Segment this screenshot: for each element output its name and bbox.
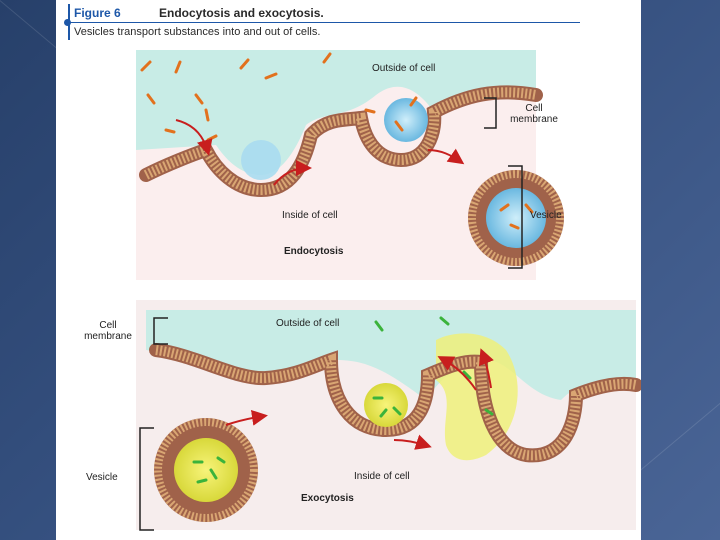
exocytosis-panel [136, 300, 641, 530]
brackets [139, 97, 523, 531]
header-accent-dot [64, 19, 71, 26]
endo-membrane-label: Cell membrane [504, 103, 564, 125]
exo-vesicle-bracket [139, 427, 154, 531]
endo-vesicle-bracket [508, 165, 523, 269]
endo-outside-label: Outside of cell [372, 63, 436, 74]
diagram-svg [136, 50, 641, 531]
header-rule [68, 22, 580, 23]
exo-vesicle-fluid [174, 438, 238, 502]
endo-vesicle-lipids [468, 170, 564, 266]
exo-membrane-label: Cell membrane [74, 320, 142, 342]
endo-arrows [175, 119, 465, 186]
figure-caption: Vesicles transport substances into and o… [74, 26, 321, 38]
endo-membrane-lipids [143, 87, 537, 196]
exo-inside-label: Inside of cell [354, 471, 410, 482]
figure-number: Figure 6 [74, 6, 121, 20]
endo-vesicle-fluid [486, 188, 546, 248]
endo-pit-fluid-2 [384, 98, 428, 142]
endo-membrane-label-line2: membrane [510, 114, 558, 125]
endocytosis-panel [136, 50, 564, 280]
exo-membrane-label-line2: membrane [84, 331, 132, 342]
endo-pit-fluid [241, 140, 281, 180]
exo-membrane-label-line1: Cell [99, 320, 117, 331]
exo-arrows [225, 348, 494, 450]
figure-header: Figure 6 Endocytosis and exocytosis. Ves… [64, 4, 636, 40]
exo-particles [192, 316, 494, 484]
slide-canvas: Figure 6 Endocytosis and exocytosis. Ves… [56, 0, 641, 540]
background-decor-line [640, 399, 720, 471]
endo-inside-label: Inside of cell [282, 210, 338, 221]
endo-process-label: Endocytosis [284, 246, 344, 257]
endo-particles [140, 52, 534, 230]
endo-vesicle-label: Vesicle [530, 210, 562, 221]
exo-outside-label: Outside of cell [276, 318, 340, 329]
endo-membrane-bracket [484, 97, 497, 129]
endo-membrane-label-line1: Cell [525, 103, 543, 114]
exo-process-label: Exocytosis [301, 493, 354, 504]
exo-membrane-lipids [155, 345, 637, 461]
exo-extracellular-fluid [146, 310, 636, 400]
exo-fusing-vesicle [364, 383, 408, 427]
exo-vesicle-label: Vesicle [86, 472, 118, 483]
exo-membrane-bracket [153, 317, 168, 345]
endo-extracellular-fluid [136, 50, 536, 175]
exo-vesicle-lipids [154, 418, 258, 522]
figure-title: Endocytosis and exocytosis. [159, 6, 324, 20]
